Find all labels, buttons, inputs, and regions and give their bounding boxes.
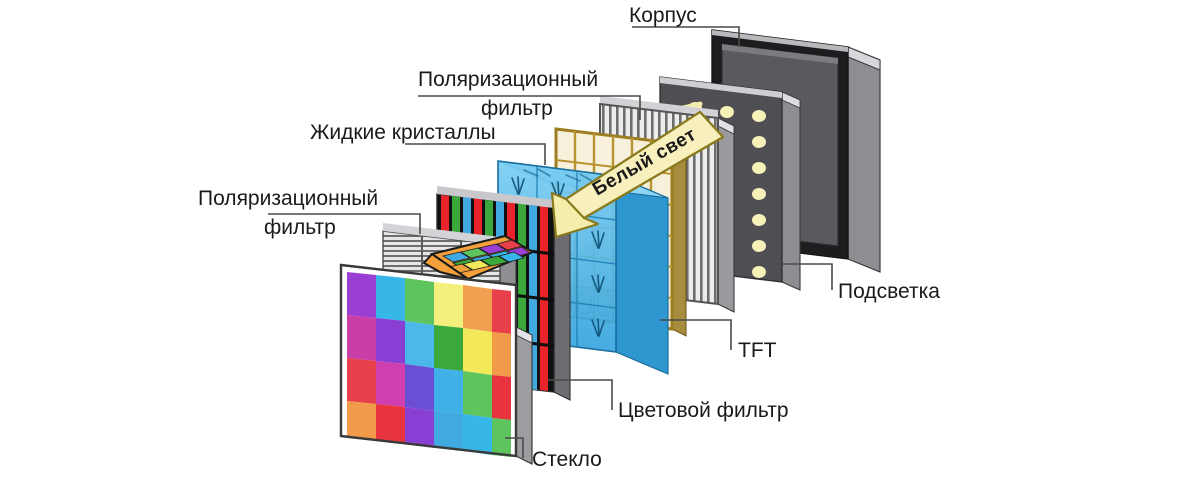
label-liquid-crystals: Жидкие кристаллы xyxy=(310,121,496,144)
leader-liquid-crystals xyxy=(405,143,546,165)
label-polarizer-front-line2: фильтр xyxy=(264,216,336,239)
leader-glass xyxy=(505,437,524,458)
label-polarizer-rear-line2: фильтр xyxy=(481,97,553,120)
label-color-filter: Цветовой фильтр xyxy=(618,399,789,422)
leader-tft xyxy=(660,319,732,350)
leader-backlight xyxy=(760,263,833,290)
pixel-swatch xyxy=(422,234,536,296)
leader-lines xyxy=(268,26,833,458)
label-tft: TFT xyxy=(738,339,777,362)
glass-pixel-grid xyxy=(347,272,511,457)
label-backlight: Подсветка xyxy=(838,280,940,303)
leader-housing xyxy=(632,26,740,47)
label-polarizer-rear-line1: Поляризационный xyxy=(418,68,598,91)
label-polarizer-front-line1: Поляризационный xyxy=(198,187,378,210)
leader-polarizer-rear xyxy=(418,95,641,120)
label-housing: Корпус xyxy=(629,4,697,27)
label-glass: Стекло xyxy=(532,448,602,471)
layer-glass xyxy=(339,263,533,465)
leader-polarizer-front xyxy=(268,213,421,234)
leader-color-filter xyxy=(548,379,613,410)
